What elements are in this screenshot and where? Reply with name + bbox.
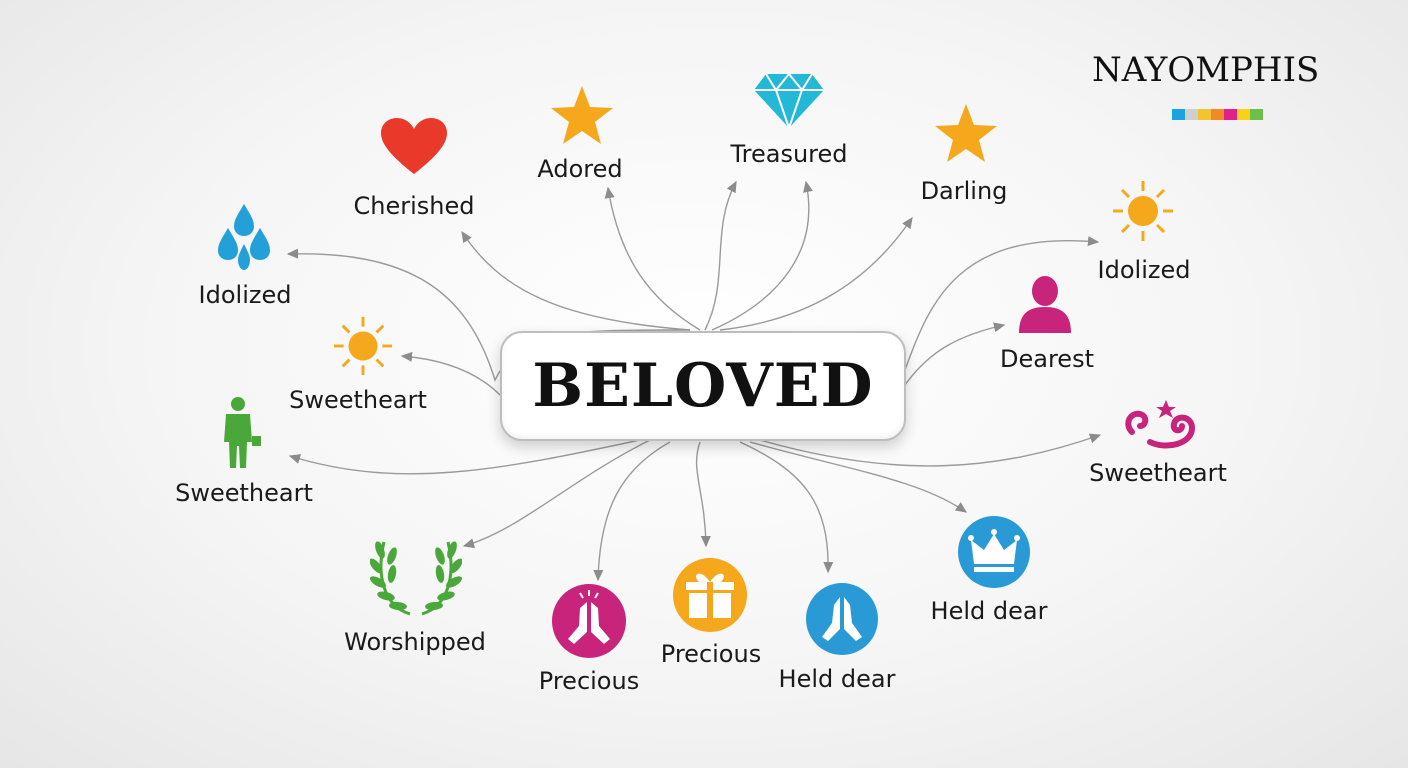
node-label-held-dear-hands: Held dear [778, 665, 896, 693]
brand-color-segment [1185, 109, 1198, 120]
star-icon [551, 86, 613, 144]
heart-icon [381, 118, 447, 174]
node-label-sweetheart-right: Sweetheart [1089, 459, 1227, 487]
brand-color-segment [1211, 109, 1224, 120]
praying-hands-icon [806, 583, 878, 655]
node-label-cherished: Cherished [353, 192, 475, 220]
person-icon [224, 397, 261, 468]
brand-color-segment [1224, 109, 1237, 120]
water-drops-icon [218, 204, 270, 270]
arrow-precious-gift [695, 441, 711, 548]
brand-color-segment [1172, 109, 1185, 120]
brand-logo-text: NAYOMPHIS [1092, 50, 1320, 90]
node-label-idolized-right: Idolized [1097, 256, 1191, 284]
node-label-treasured: Treasured [730, 140, 848, 168]
brand-color-segment [1237, 109, 1250, 120]
node-label-adored: Adored [537, 155, 623, 183]
center-node-beloved: BELOVED [500, 331, 906, 441]
laurel-wreath-icon [370, 541, 462, 616]
gift-icon [673, 558, 747, 632]
node-label-held-dear-crown: Held dear [930, 597, 1048, 625]
arrow-held-dear-hands [739, 441, 834, 574]
person-icon [1019, 276, 1071, 333]
arrow-sweetheart-person [288, 439, 641, 475]
node-label-idolized-left: Idolized [198, 281, 292, 309]
node-label-sweetheart-sun: Sweetheart [289, 386, 427, 414]
star-icon [935, 104, 997, 162]
diamond-icon [754, 74, 824, 128]
praying-hands-icon [552, 584, 626, 658]
node-label-dearest: Dearest [1000, 345, 1094, 373]
arrow-held-dear-crown [749, 441, 968, 513]
node-label-precious-hands: Precious [538, 667, 640, 695]
arrow-sweetheart-sun [400, 351, 501, 396]
brand-color-bar [1172, 109, 1263, 120]
arrow-treasured-2 [711, 180, 813, 331]
node-label-darling: Darling [920, 177, 1008, 205]
arrow-darling [719, 216, 913, 331]
sun-icon [333, 316, 393, 376]
arrow-idolized-right [904, 236, 1100, 371]
sun-icon [1113, 181, 1173, 241]
brand-color-segment [1198, 109, 1211, 120]
swirl-icon [1125, 400, 1196, 449]
arrow-dearest [904, 322, 1006, 386]
brand-color-segment [1250, 109, 1263, 120]
arrow-precious-hands [593, 441, 671, 582]
node-label-sweetheart-person: Sweetheart [175, 479, 313, 507]
crown-icon [958, 516, 1030, 588]
arrow-sweetheart-right [759, 433, 1102, 467]
arrow-adored [604, 186, 701, 331]
node-label-precious-gift: Precious [660, 640, 762, 668]
arrow-treasured-1 [704, 180, 737, 331]
node-label-worshipped: Worshipped [344, 628, 486, 656]
arrow-cherished [461, 230, 691, 331]
arrow-worshipped [462, 439, 651, 549]
